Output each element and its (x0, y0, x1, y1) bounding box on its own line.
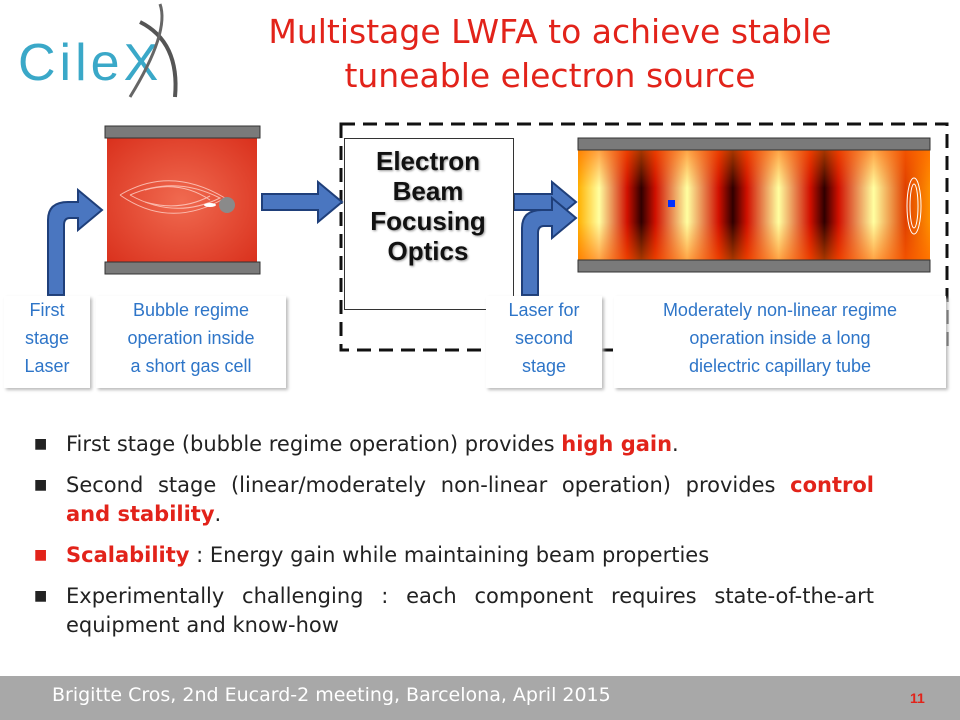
bullet-item: ■ Scalability : Energy gain while mainta… (34, 541, 874, 570)
caption-bubble-regime: Bubble regime operation inside a short g… (96, 296, 286, 388)
optics-label-line-2: Beam (392, 176, 464, 206)
gas-cell-top-wall (104, 125, 261, 139)
slide-title: Multistage LWFA to achieve stable tuneab… (230, 10, 870, 98)
bullet-item: ■ Experimentally challenging : each comp… (34, 582, 874, 640)
bullet-text: Second stage (linear/moderately non-line… (66, 473, 791, 497)
caption-line: stage (24, 328, 70, 348)
focusing-optics-box (344, 138, 514, 310)
bullet-list: ■ First stage (bubble regime operation) … (34, 430, 874, 652)
caption-first-stage-laser: First stage Laser (4, 296, 90, 388)
bullet-marker-icon: ■ (34, 547, 48, 563)
optics-label-line-1: Electron (375, 146, 481, 176)
caption-line: dielectric capillary tube (688, 356, 872, 376)
bullet-marker-icon: ■ (34, 588, 48, 604)
caption-line: operation inside a long (689, 328, 871, 348)
capillary-top-wall (577, 137, 931, 151)
title-line-1: Multistage LWFA to achieve stable (268, 12, 832, 51)
caption-moderate-regime: Moderately non-linear regime operation i… (614, 296, 946, 388)
bullet-highlight: control and stability (66, 473, 874, 526)
logo-text: CileX (18, 34, 162, 92)
bullet-highlight: Scalability (66, 543, 190, 567)
optics-label-line-3: Focusing (370, 206, 486, 236)
caption-line: operation inside (127, 328, 255, 348)
caption-line: a short gas cell (130, 356, 252, 376)
caption-line: Bubble regime (132, 300, 250, 320)
optics-label-line-4: Optics (387, 236, 469, 266)
bullet-text: . (672, 432, 679, 456)
caption-line: stage (521, 356, 567, 376)
caption-line: Laser for (508, 300, 580, 320)
bullet-marker-icon: ■ (34, 477, 48, 493)
gas-cell-bottom-wall (104, 261, 261, 275)
caption-line: Moderately non-linear regime (662, 300, 898, 320)
second-laser-arrow (521, 195, 578, 296)
cell-to-optics-arrow (261, 179, 344, 225)
bullet-text: : Energy gain while maintaining beam pro… (189, 543, 710, 567)
caption-second-stage-laser: Laser for second stage (486, 296, 602, 388)
footer-bar (0, 676, 960, 720)
capillary-bottom-wall (577, 259, 931, 273)
caption-line: Laser (24, 356, 70, 376)
multistage-diagram (47, 122, 949, 352)
first-laser-arrow (47, 187, 104, 296)
focusing-optics-label: Electron Beam Focusing Optics (344, 146, 512, 266)
page-number: 11 (910, 690, 925, 706)
bullet-item: ■ Second stage (linear/moderately non-li… (34, 471, 874, 529)
title-line-2: tuneable electron source (344, 56, 756, 95)
cilex-logo: CileX (18, 3, 178, 98)
bullet-text: . (214, 502, 222, 526)
bullet-marker-icon: ■ (34, 436, 48, 452)
bullet-text: Experimentally challenging : each compon… (66, 584, 874, 637)
bullet-highlight: high gain (561, 432, 673, 456)
caption-line: First (29, 300, 65, 320)
footer-text: Brigitte Cros, 2nd Eucard-2 meeting, Bar… (52, 684, 611, 706)
bullet-text: First stage (bubble regime operation) pr… (66, 432, 562, 456)
bullet-item: ■ First stage (bubble regime operation) … (34, 430, 874, 459)
caption-line: second (514, 328, 574, 348)
